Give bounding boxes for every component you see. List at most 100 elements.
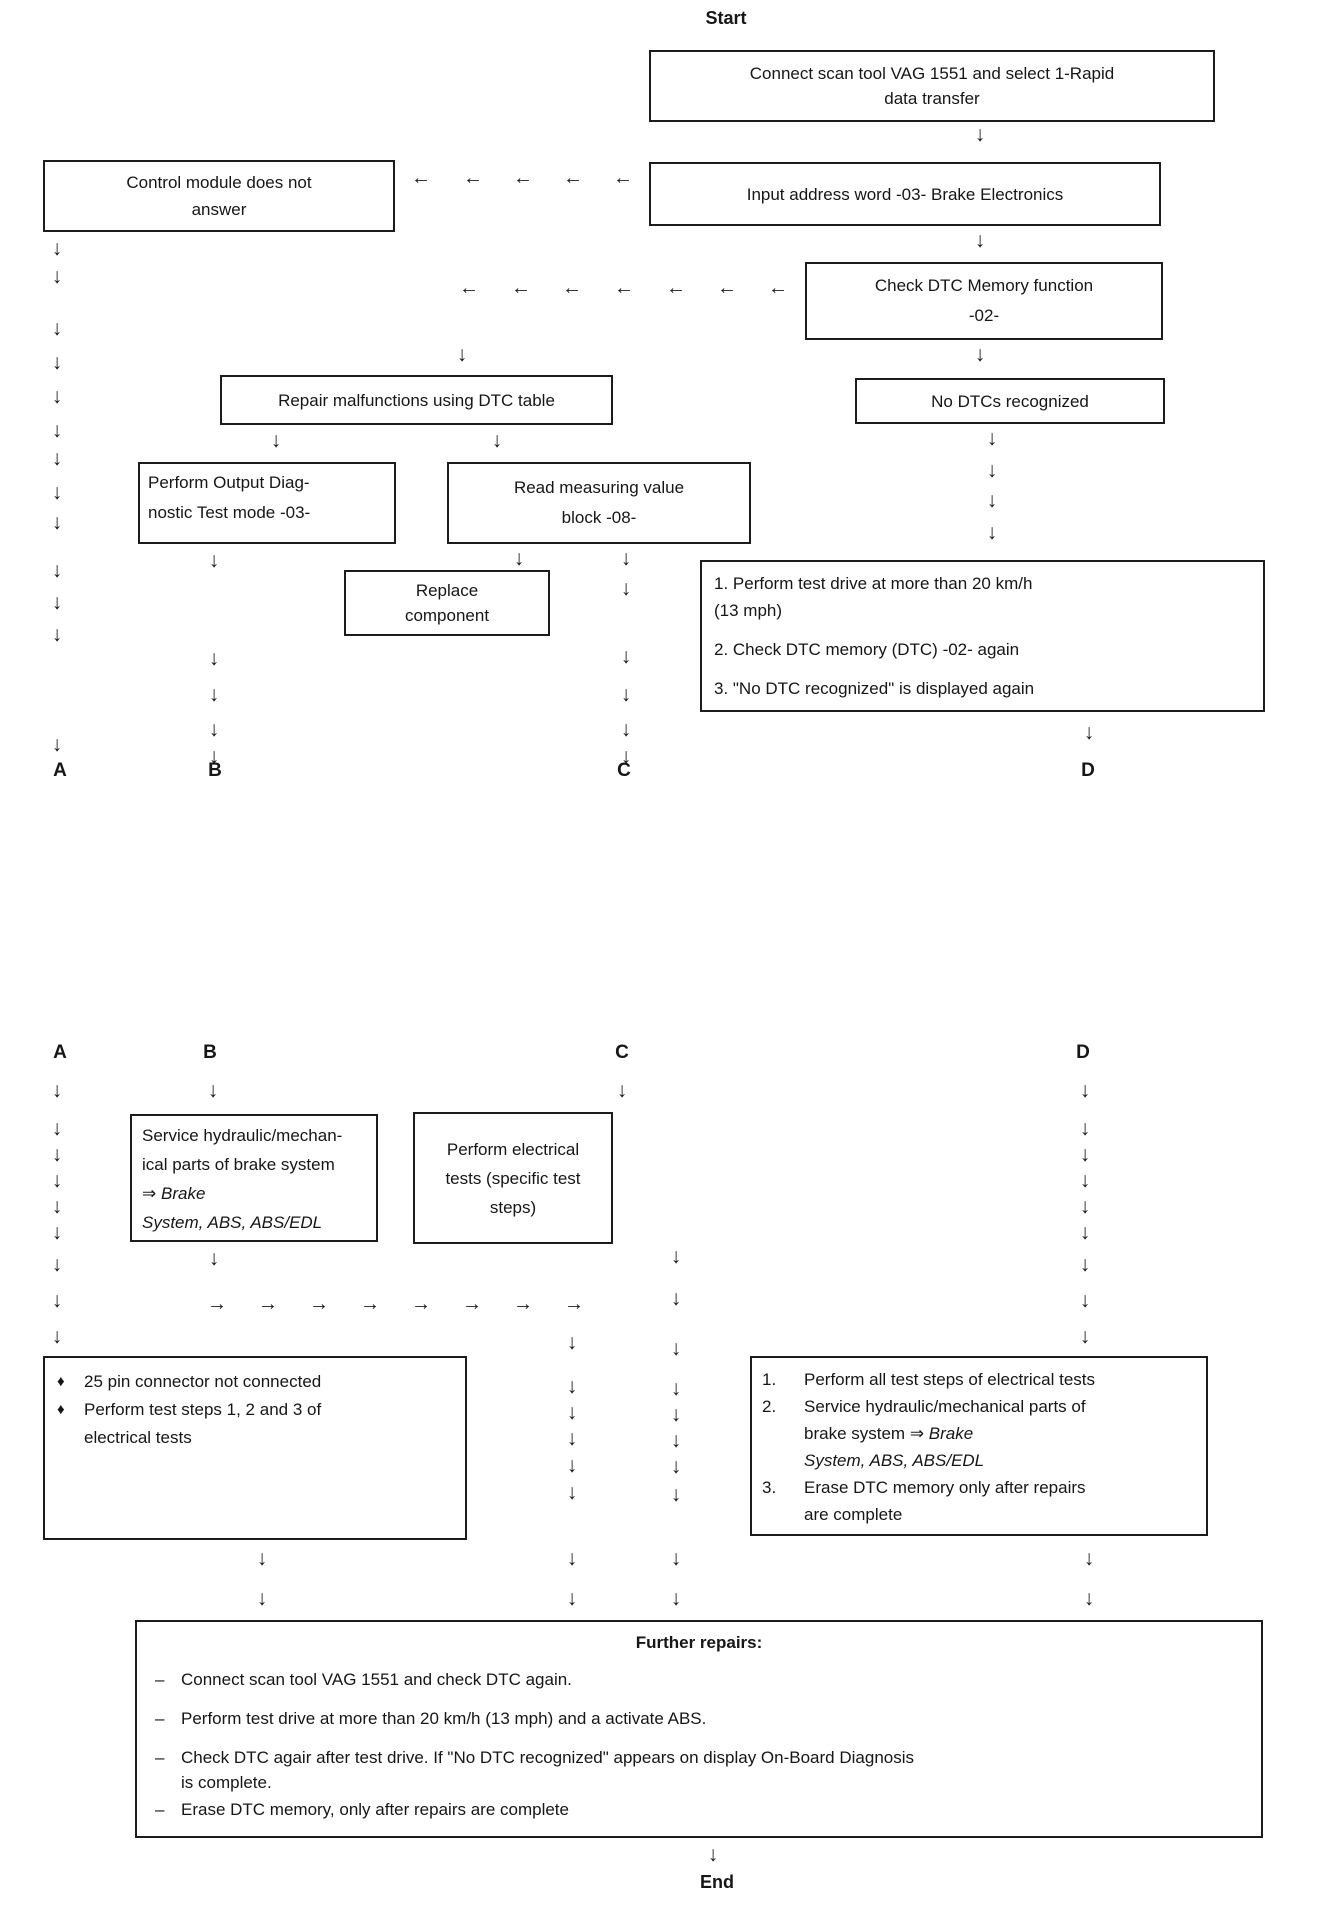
box-input-address-word: Input address word -03- Brake Electronic… — [649, 162, 1161, 226]
manual-ref-text: Brake — [160, 1184, 206, 1203]
left-arrow-icon: ← — [717, 277, 737, 299]
right-arrow-icon: → — [360, 1293, 380, 1315]
down-arrow-icon: ↓ — [1083, 721, 1095, 744]
down-arrow-icon: ↓ — [51, 1169, 63, 1192]
item-text: Service hydraulic/mechanical parts of — [804, 1397, 1086, 1416]
further-item: – Check DTC agair after test drive. If "… — [155, 1745, 1243, 1795]
down-arrow-icon: ↓ — [566, 1587, 578, 1610]
item-text: Erase DTC memory only after repairs — [804, 1478, 1086, 1497]
box-line: (13 mph) — [714, 601, 783, 620]
down-arrow-icon: ↓ — [208, 549, 220, 572]
down-arrow-icon: ↓ — [986, 427, 998, 450]
further-item-text: Perform test drive at more than 20 km/h … — [181, 1709, 707, 1728]
down-arrow-icon: ↓ — [670, 1403, 682, 1426]
left-arrow-icon: ← — [563, 167, 583, 189]
start-label: Start — [705, 8, 747, 28]
down-arrow-icon: ↓ — [566, 1375, 578, 1398]
down-arrow-icon: ↓ — [51, 733, 63, 756]
item-text: Perform all test steps of electrical tes… — [804, 1370, 1095, 1389]
right-arrow-icon: → — [462, 1293, 482, 1315]
item-number: 3. — [762, 1478, 777, 1497]
down-arrow-icon: ↓ — [986, 459, 998, 482]
box-25-pin-connector: ♦ 25 pin connector not connected ♦ Perfo… — [43, 1356, 467, 1540]
further-item-text: Check DTC agair after test drive. If "No… — [181, 1745, 1243, 1795]
further-repairs-title: Further repairs: — [635, 1633, 763, 1652]
left-arrow-icon: ← — [511, 277, 531, 299]
item-text: brake system — [804, 1424, 910, 1443]
down-arrow-icon: ↓ — [670, 1245, 682, 1268]
box-further-repairs: Further repairs: – Connect scan tool VAG… — [135, 1620, 1263, 1838]
right-arrow-icon: → — [207, 1293, 227, 1315]
down-arrow-icon: ↓ — [207, 1079, 219, 1102]
bullet-text: Perform test steps 1, 2 and 3 of — [84, 1400, 322, 1419]
bullet-item: ♦ Perform test steps 1, 2 and 3 of — [57, 1396, 453, 1424]
down-arrow-icon: ↓ — [670, 1587, 682, 1610]
down-arrow-icon: ↓ — [566, 1401, 578, 1424]
down-arrow-icon: ↓ — [51, 385, 63, 408]
box-no-dtcs-recognized: No DTCs recognized — [855, 378, 1165, 424]
down-arrow-icon: ↓ — [51, 1253, 63, 1276]
down-arrow-icon: ↓ — [974, 229, 986, 252]
down-arrow-icon: ↓ — [670, 1287, 682, 1310]
left-arrow-icon: ← — [768, 277, 788, 299]
down-arrow-icon: ↓ — [670, 1455, 682, 1478]
box-line: Perform Output Diag- — [148, 473, 310, 492]
item-number-spacer — [762, 1447, 804, 1474]
down-arrow-icon: ↓ — [1079, 1253, 1091, 1276]
left-arrow-icon: ← — [613, 167, 633, 189]
diamond-bullet-icon: ♦ — [57, 1401, 65, 1418]
down-arrow-icon: ↓ — [208, 683, 220, 706]
down-arrow-icon: ↓ — [670, 1377, 682, 1400]
down-arrow-icon: ↓ — [51, 1195, 63, 1218]
down-arrow-icon: ↓ — [566, 1454, 578, 1477]
down-arrow-icon: ↓ — [51, 317, 63, 340]
box-line: Repair malfunctions using DTC table — [278, 390, 555, 410]
left-arrow-icon: ← — [513, 167, 533, 189]
down-arrow-icon: ↓ — [51, 623, 63, 646]
left-arrow-icon: ← — [614, 277, 634, 299]
down-arrow-icon: ↓ — [620, 645, 632, 668]
down-arrow-icon: ↓ — [208, 718, 220, 741]
bullet-item: ♦ 25 pin connector not connected — [57, 1368, 453, 1396]
down-arrow-icon: ↓ — [51, 591, 63, 614]
box-line: 3. "No DTC recognized" is displayed agai… — [714, 679, 1035, 698]
down-arrow-icon: ↓ — [51, 265, 63, 288]
down-arrow-icon: ↓ — [51, 1143, 63, 1166]
numbered-item: 2. Service hydraulic/mechanical parts of — [762, 1393, 1196, 1420]
branch-label-d: D — [1081, 760, 1095, 781]
box-line: answer — [191, 200, 247, 219]
right-arrow-icon: → — [513, 1293, 533, 1315]
box-test-drive-steps: 1. Perform test drive at more than 20 km… — [700, 560, 1265, 712]
box-line: Perform electrical — [446, 1139, 580, 1159]
down-arrow-icon: ↓ — [51, 237, 63, 260]
manual-ref-text: Brake — [928, 1424, 974, 1443]
down-arrow-icon: ↓ — [620, 577, 632, 600]
down-arrow-icon: ↓ — [1079, 1221, 1091, 1244]
down-arrow-icon: ↓ — [616, 1079, 628, 1102]
box-line: Input address word -03- Brake Electronic… — [746, 184, 1064, 204]
box-electrical-test-steps: 1. Perform all test steps of electrical … — [750, 1356, 1208, 1536]
down-arrow-icon: ↓ — [256, 1587, 268, 1610]
down-arrow-icon: ↓ — [1079, 1289, 1091, 1312]
dash-bullet-icon: – — [155, 1800, 165, 1819]
box-line: steps) — [489, 1197, 537, 1217]
double-right-arrow-icon: ⇒ — [142, 1184, 157, 1203]
down-arrow-icon: ↓ — [620, 547, 632, 570]
down-arrow-icon: ↓ — [51, 1289, 63, 1312]
down-arrow-icon: ↓ — [51, 1325, 63, 1348]
down-arrow-icon: ↓ — [51, 1117, 63, 1140]
down-arrow-icon: ↓ — [566, 1481, 578, 1504]
down-arrow-icon: ↓ — [566, 1331, 578, 1354]
down-arrow-icon: ↓ — [270, 429, 282, 452]
box-line: Service hydraulic/mechan- — [142, 1126, 343, 1145]
down-arrow-icon: ↓ — [208, 745, 220, 768]
numbered-item-continuation: brake system ⇒ Brake — [762, 1420, 1196, 1447]
left-arrow-icon: ← — [562, 277, 582, 299]
down-arrow-icon: ↓ — [51, 481, 63, 504]
down-arrow-icon: ↓ — [670, 1547, 682, 1570]
down-arrow-icon: ↓ — [986, 521, 998, 544]
end-label: End — [700, 1872, 734, 1892]
further-item: – Perform test drive at more than 20 km/… — [155, 1706, 1243, 1731]
down-arrow-icon: ↓ — [974, 123, 986, 146]
bullet-text: 25 pin connector not connected — [84, 1372, 322, 1391]
